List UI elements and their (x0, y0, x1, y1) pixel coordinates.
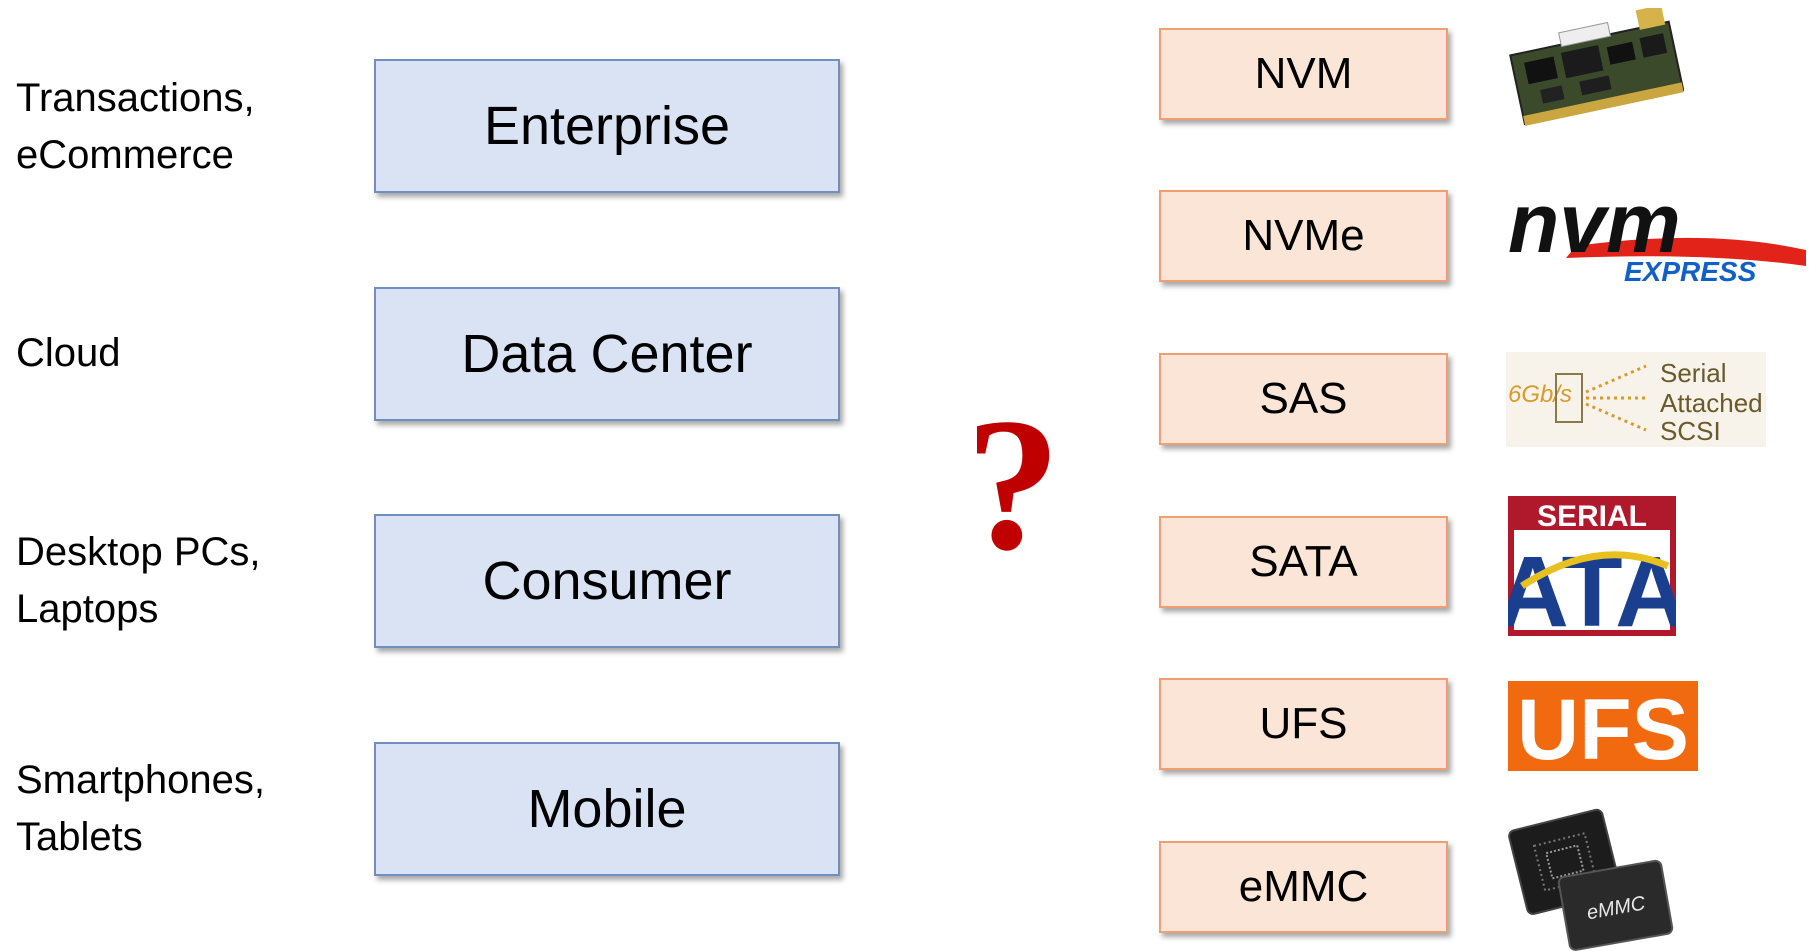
segment-box-consumer: Consumer (374, 514, 840, 648)
usecase-label-desktop: Desktop PCs, Laptops (16, 530, 261, 631)
sata-logo-serial: SERIAL (1537, 500, 1647, 533)
emmc-chip-image: eMMC (1508, 808, 1674, 951)
question-mark: ? (965, 380, 1061, 590)
interface-box-nvm: NVM (1159, 28, 1448, 120)
sas-logo-attached: Attached (1660, 388, 1763, 418)
segment-box-mobile: Mobile (374, 742, 840, 876)
usecase-label-transactions: Transactions, eCommerce (16, 76, 255, 177)
sas-logo-scsi: SCSI (1660, 416, 1721, 446)
sata-logo: SERIAL ATA (1508, 496, 1676, 636)
usecase-label-smartphones: Smartphones, Tablets (16, 758, 266, 859)
nvme-logo: nvm EXPRESS (1508, 188, 1806, 287)
sas-logo-rate: 6Gb/s (1508, 381, 1572, 408)
nvme-logo-text: nvm (1508, 188, 1681, 270)
interface-box-sata: SATA (1159, 516, 1448, 608)
interface-box-nvme: NVMe (1159, 190, 1448, 282)
interface-box-sas: SAS (1159, 353, 1448, 445)
ufs-logo-text: UFS (1517, 682, 1689, 771)
nvme-logo-subtext: EXPRESS (1624, 256, 1757, 287)
interface-box-emmc: eMMC (1159, 841, 1448, 933)
sas-logo-serial: Serial (1660, 358, 1726, 388)
segment-box-enterprise: Enterprise (374, 59, 840, 193)
ufs-logo: UFS (1508, 681, 1698, 771)
nvm-module-image (1509, 8, 1684, 126)
segment-box-data-center: Data Center (374, 287, 840, 421)
interface-box-ufs: UFS (1159, 678, 1448, 770)
sata-logo-ata: ATA (1508, 536, 1676, 636)
sas-logo: 6Gb/s Serial Attached SCSI (1506, 352, 1766, 447)
usecase-label-cloud: Cloud (16, 331, 121, 375)
